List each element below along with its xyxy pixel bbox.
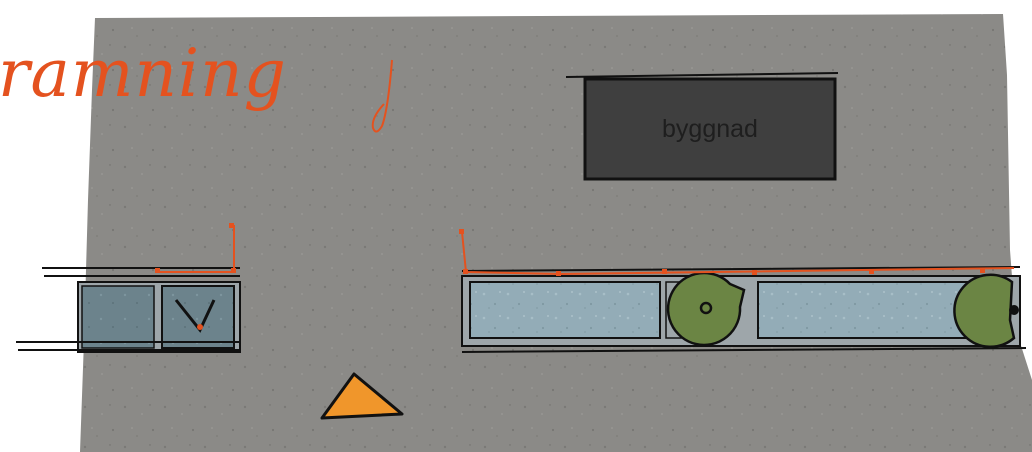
page-title: ramning <box>0 35 287 112</box>
water-wheel-icon-2 <box>953 273 1019 349</box>
building: byggnad <box>565 72 839 181</box>
v-valve-icon <box>174 299 216 333</box>
left-channel <box>16 267 241 353</box>
water-basin-2 <box>757 281 981 339</box>
left-orange-pipe <box>155 223 236 273</box>
left-water-basin <box>81 285 155 349</box>
water-basin-1 <box>469 281 661 339</box>
triangle-arrow-icon <box>320 372 404 420</box>
water-wheel-icon <box>666 271 746 347</box>
right-orange-pipe <box>459 229 1015 276</box>
building-label: byggnad <box>662 115 758 143</box>
right-channel <box>461 266 1027 353</box>
title-flourish <box>371 59 393 133</box>
